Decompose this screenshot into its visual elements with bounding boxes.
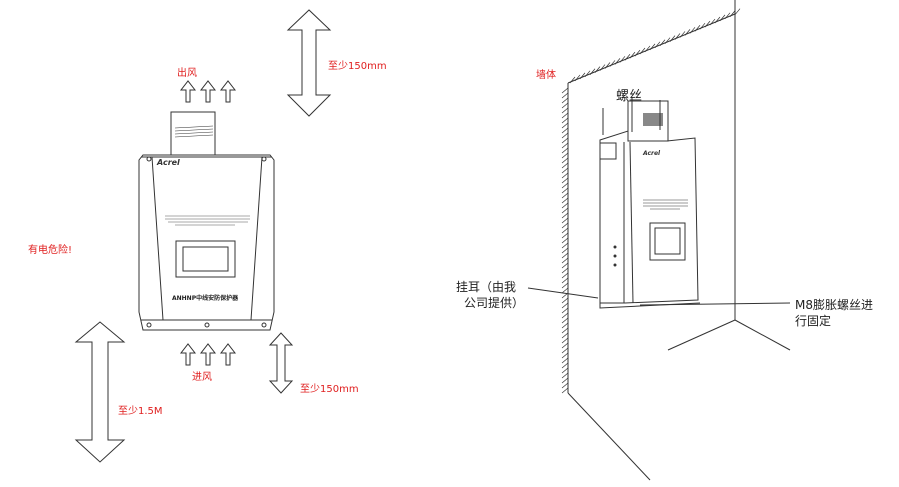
bottom-clearance-label: 至少150mm [300,384,359,395]
top-clearance-arrow [286,9,332,117]
top-clearance-label: 至少150mm [328,61,387,72]
brand-logo-installed: Acrel [643,150,661,157]
bolt-label-line2: 行固定 [795,314,832,328]
floor-clearance-label: 至少1.5M [118,406,163,417]
bolt-label-line1: M8膨胀螺丝进 [795,298,873,312]
bottom-clearance-arrow [268,332,294,394]
ear-label-line1: 挂耳（由我 [456,280,517,294]
wall-label: 墙体 [536,70,556,81]
inlet-arrows [179,343,237,366]
danger-warning: 有电危险! [28,245,73,256]
inlet-label: 进风 [192,372,212,383]
outlet-arrows [179,80,237,103]
screw-label: 螺丝 [616,89,643,104]
outlet-label: 出风 [177,68,197,79]
device-name: ANHNP中线安防保护器 [172,295,239,302]
brand-logo: Acrel [157,158,180,167]
ear-label-line2: 公司提供） [464,296,525,310]
device-front [138,111,275,331]
wall [561,0,791,481]
floor-clearance-arrow [74,321,126,463]
device-installed [527,97,791,309]
